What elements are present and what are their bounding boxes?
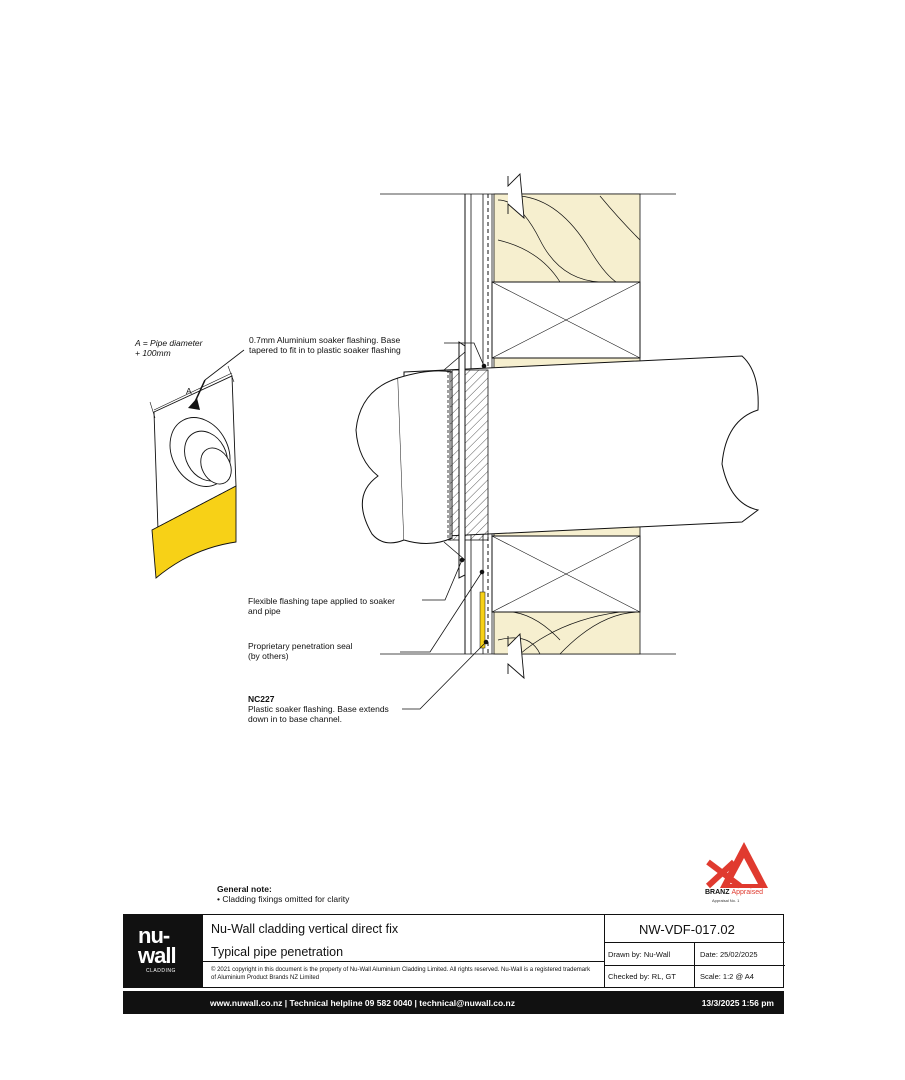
drawing-date: Date: 25/02/2025 [700,950,758,959]
footer-bar: www.nuwall.co.nz | Technical helpline 09… [123,991,784,1014]
drawing-subtitle: Typical pipe penetration [211,945,344,959]
drawing-code: NW-VDF-017.02 [639,922,735,937]
isometric-detail [149,349,245,579]
logo-line1: nu- [138,923,170,948]
a-definition-line2: + 100mm [135,348,171,358]
title-block: nu- wall CLADDING Nu-Wall cladding verti… [123,914,785,988]
copyright-notice: © 2021 copyright in this document is the… [211,967,591,981]
logo-line2: wall [138,943,177,968]
footer-timestamp: 13/3/2025 1:56 pm [701,998,774,1008]
branz-logo-icon [705,842,768,889]
divider [203,961,604,962]
drawn-by: Drawn by: Nu-Wall [608,950,671,959]
nuwall-logo: nu- wall CLADDING [124,915,203,987]
break-symbol-top [507,173,525,220]
branz-appraised: Appraised [731,889,763,896]
checked-by: Checked by: RL, GT [608,972,676,981]
general-note: General note: • Cladding fixings omitted… [217,884,349,904]
seal-label-line2: (by others) [248,651,289,661]
flashing-tape-label: Flexible flashing tape applied to soaker… [248,596,395,616]
a-definition-line1: A = Pipe diameter [135,338,203,348]
nc-code: NC227 [248,694,275,704]
general-note-item: • Cladding fixings omitted for clarity [217,894,350,904]
drawing-scale: Scale: 1:2 @ A4 [700,972,754,981]
nc-label-line1: Plastic soaker flashing. Base extends [248,704,389,714]
pipe [355,355,760,544]
seal-label-line1: Proprietary penetration seal [248,641,353,651]
soaker-flashing-label: 0.7mm Aluminium soaker flashing. Base ta… [249,335,401,355]
branz-brand: BRANZ [705,889,730,896]
plastic-soaker-label: NC227 Plastic soaker flashing. Base exte… [248,694,389,724]
tape-label-line2: and pipe [248,606,281,616]
penetration-seal [449,369,489,541]
framing [491,281,641,613]
soaker-label-line1: 0.7mm Aluminium soaker flashing. Base [249,335,401,345]
nc-label-line2: down in to base channel. [248,714,343,724]
divider [694,942,695,987]
logo-tag: CLADDING [146,968,176,974]
footer-contact: www.nuwall.co.nz | Technical helpline 09… [210,998,515,1008]
tape-label-line1: Flexible flashing tape applied to soaker [248,596,395,606]
aluminium-soaker [458,341,466,579]
branz-text: BRANZ Appraised [705,889,763,896]
break-symbol-bottom [507,633,525,680]
a-definition: A = Pipe diameter + 100mm [135,338,203,358]
branz-appraised-mark: BRANZ Appraised Appraisal No. 1 [700,840,775,908]
branz-sub: Appraisal No. 1 [712,898,740,903]
soaker-label-line2: tapered to fit in to plastic soaker flas… [249,345,401,355]
divider [604,915,605,987]
dimension-a-label: A [186,386,192,396]
drawing-title: Nu-Wall cladding vertical direct fix [211,922,399,936]
penetration-seal-label: Proprietary penetration seal (by others) [248,641,352,661]
leaders [400,342,487,710]
general-note-heading: General note: [217,884,272,894]
